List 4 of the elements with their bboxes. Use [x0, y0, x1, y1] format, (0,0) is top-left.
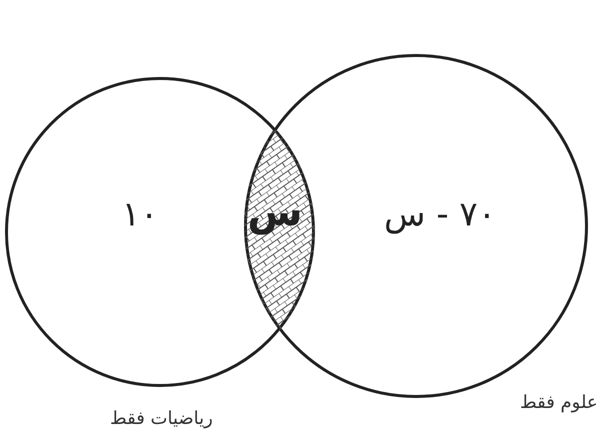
set-value: ٧٠ - س — [384, 196, 496, 234]
set-value: ١٠ — [122, 196, 158, 234]
set-caption: علوم فقط — [520, 392, 598, 413]
set-caption: رياضيات فقط — [110, 408, 213, 429]
